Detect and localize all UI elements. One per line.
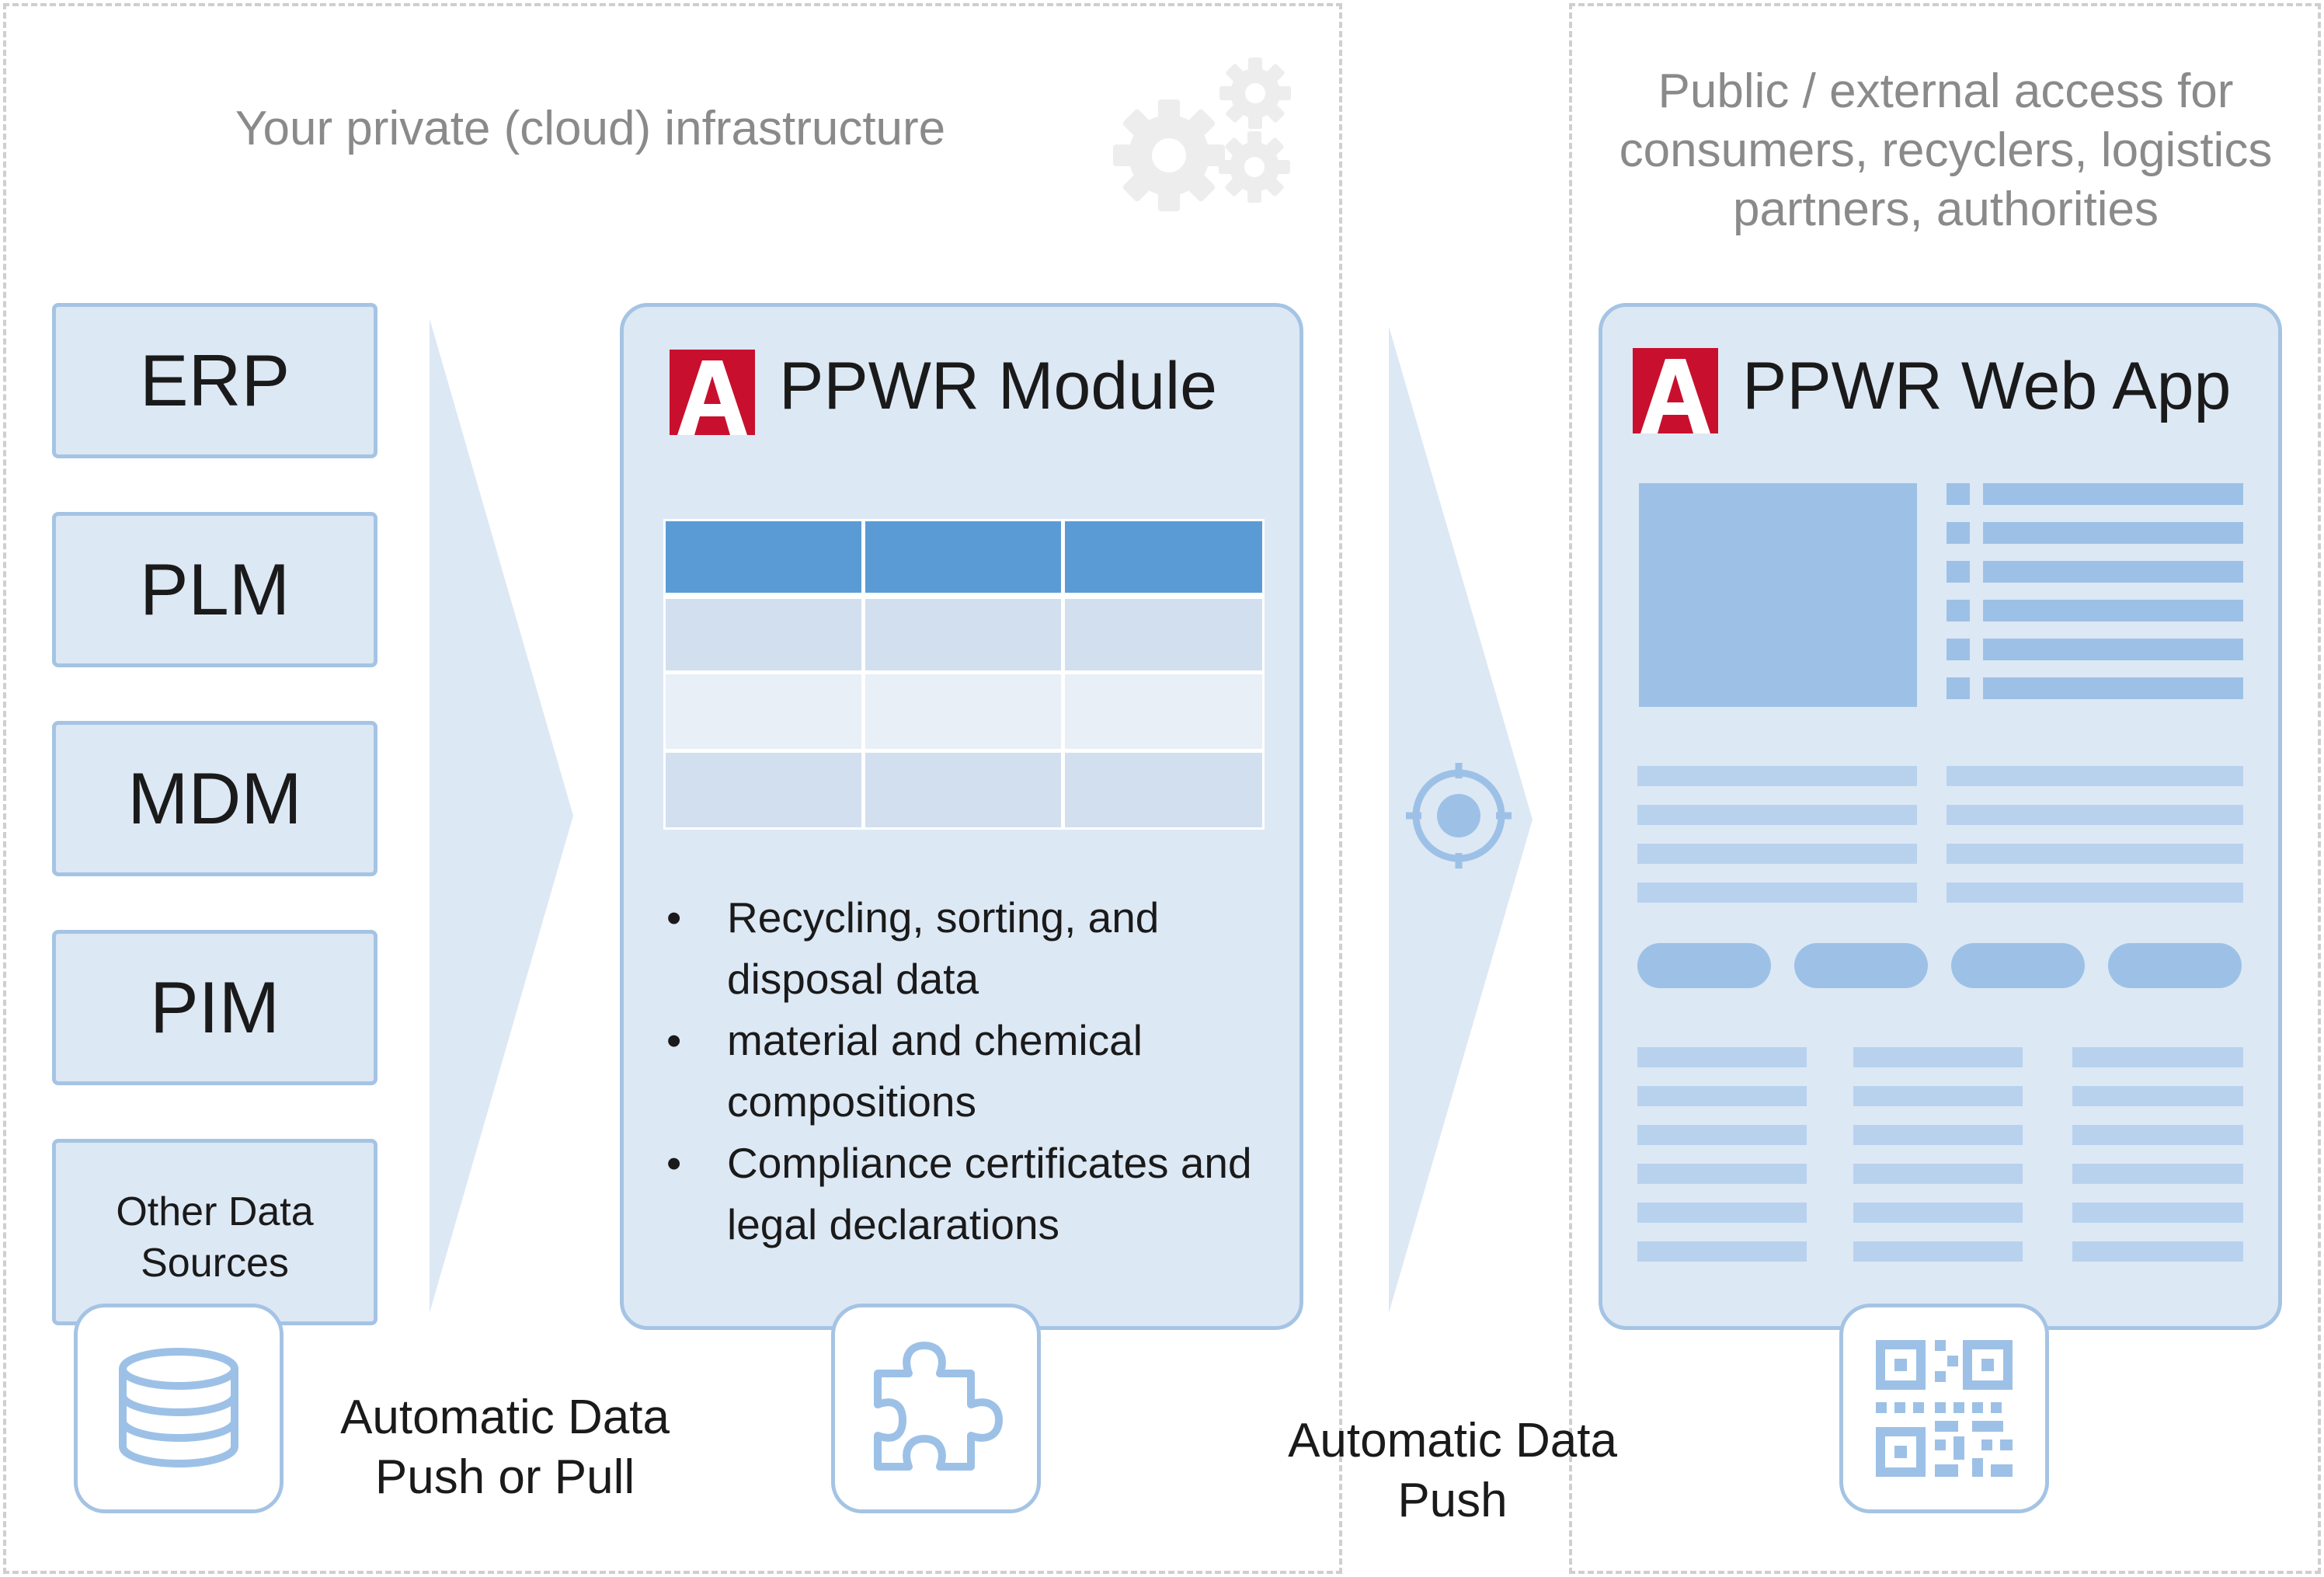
list-item: material and chemical compositions	[666, 1010, 1280, 1133]
database-icon	[119, 1348, 238, 1468]
caption-push: Automatic Data Push	[1258, 1411, 1647, 1530]
gears-icon	[1113, 57, 1291, 211]
source-plm: PLM	[52, 512, 377, 667]
private-infrastructure-zone	[3, 3, 1342, 1574]
caption-push-or-pull-text: Automatic Data Push or Pull	[340, 1391, 670, 1504]
module-data-list: Recycling, sorting, and disposal data ma…	[666, 887, 1280, 1255]
public-zone-title: Public / external access for consumers, …	[1619, 64, 2273, 236]
puzzle-icon	[874, 1342, 1003, 1471]
source-other: Other Data Sources	[52, 1139, 377, 1325]
list-item: Compliance certificates and legal declar…	[666, 1133, 1280, 1255]
caption-push-or-pull: Automatic Data Push or Pull	[311, 1387, 699, 1507]
caption-push-text: Automatic Data Push	[1288, 1414, 1617, 1527]
brand-logo-icon	[670, 350, 755, 435]
puzzle-tile	[831, 1304, 1041, 1513]
brand-logo-icon	[1633, 348, 1718, 433]
module-title: PPWR Module	[779, 349, 1217, 423]
data-table-graphic	[663, 519, 1265, 830]
database-tile	[74, 1304, 284, 1513]
webapp-wireframe	[1637, 483, 2243, 1262]
source-erp: ERP	[52, 303, 377, 458]
private-zone-title: Your private (cloud) infrastructure	[235, 102, 946, 155]
source-mdm: MDM	[52, 721, 377, 876]
webapp-title: PPWR Web App	[1742, 349, 2232, 423]
flow-arrow-left	[430, 319, 573, 1313]
source-pim: PIM	[52, 930, 377, 1085]
public-access-zone	[1569, 3, 2321, 1574]
qr-code-icon	[1876, 1340, 2013, 1477]
crosshair-icon	[1406, 763, 1512, 869]
list-item: Recycling, sorting, and disposal data	[666, 887, 1280, 1010]
source-other-label: Other Data Sources	[116, 1189, 314, 1286]
qr-code-tile	[1839, 1304, 2049, 1513]
